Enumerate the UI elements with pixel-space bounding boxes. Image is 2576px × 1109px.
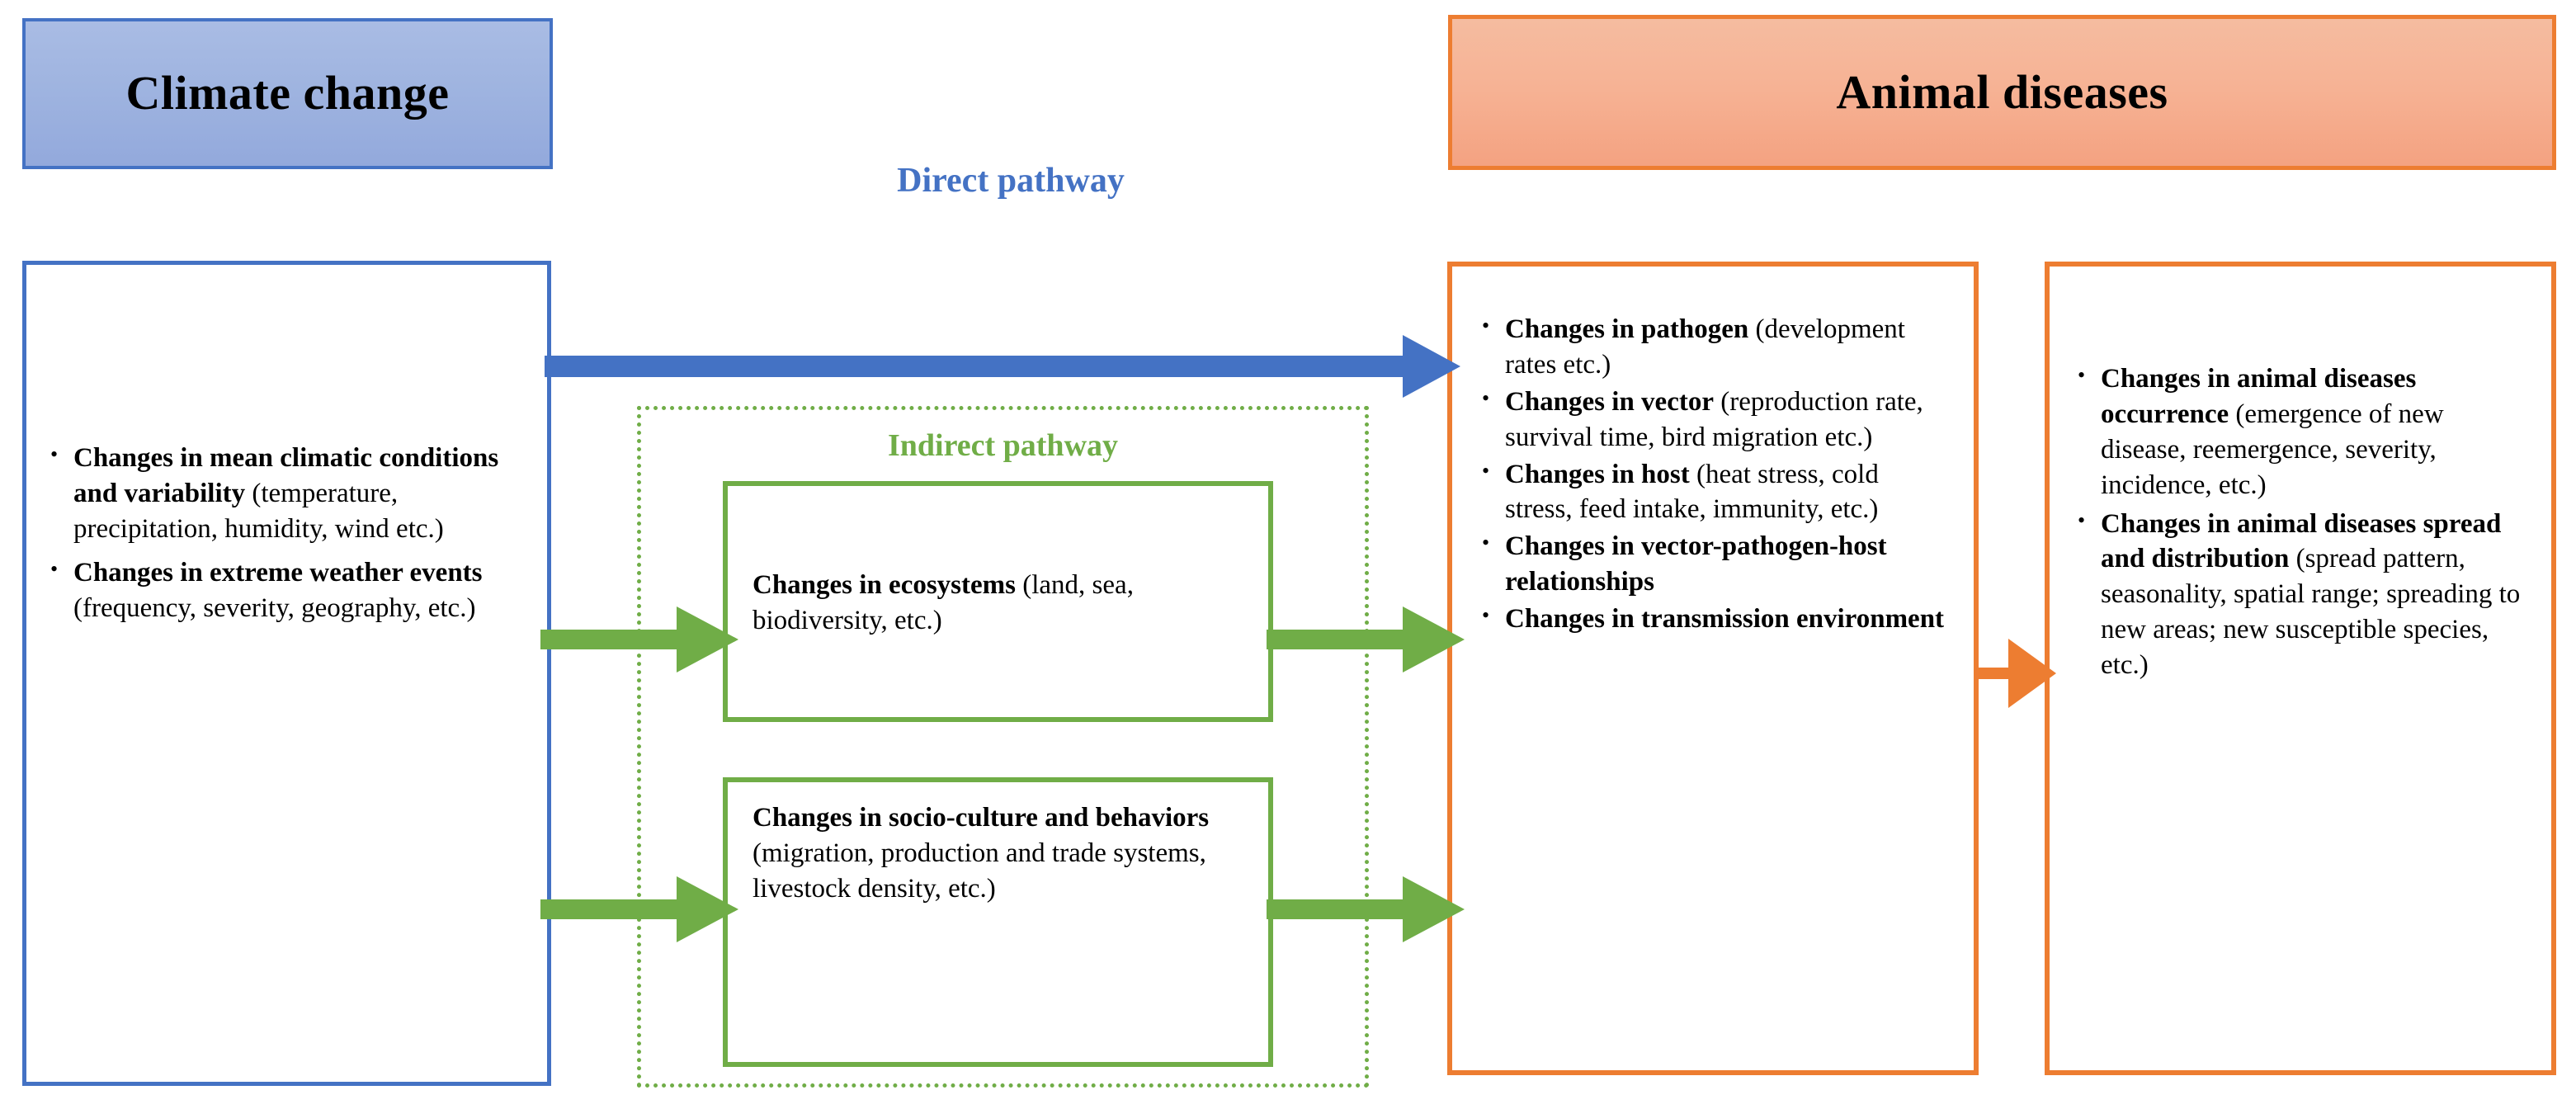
- climate-change-header: Climate change: [22, 18, 553, 169]
- list-item: Changes in pathogen (development rates e…: [1477, 310, 1947, 383]
- socioculture-changes-box: Changes in socio-culture and behaviors (…: [723, 777, 1273, 1067]
- list-item: Changes in extreme weather events (frequ…: [45, 554, 507, 626]
- bullet-detail-text: (spread pattern, seasonality, spatial ra…: [2101, 544, 2521, 681]
- direct-pathway-label: Direct pathway: [825, 162, 1196, 201]
- climate-drivers-box: [22, 261, 551, 1086]
- animal-diseases-title: Animal diseases: [1836, 64, 2168, 119]
- bullet-detail-text: (heat stress, cold stress, feed intake, …: [1505, 459, 1879, 525]
- bullet-bold-text: Changes in animal diseases occurrence: [2101, 364, 2417, 429]
- ecosystem-bold-text: Changes in ecosystems: [753, 570, 1016, 601]
- climate-drivers-list: Changes in mean climatic conditions and …: [45, 439, 507, 634]
- bullet-bold-text: Changes in host: [1505, 459, 1690, 489]
- bullet-bold-text: Changes in extreme weather events: [73, 557, 483, 588]
- bullet-bold-text: Changes in transmission environment: [1505, 604, 1945, 635]
- ecosystem-changes-text: Changes in ecosystems (land, sea, biodiv…: [753, 568, 1247, 639]
- bullet-bold-text: Changes in vector: [1505, 386, 1714, 417]
- bullet-bold-text: Changes in vector-pathogen-host relation…: [1505, 531, 1887, 597]
- list-item: Changes in animal diseases occurrence (e…: [2073, 360, 2525, 503]
- socioculture-bold-text: Changes in socio-culture and behaviors: [753, 803, 1210, 833]
- bullet-detail-text: (emergence of new disease, reemergence, …: [2101, 399, 2444, 500]
- bullet-detail-text: (development rates etc.): [1505, 314, 1905, 380]
- pathogen-effects-list: Changes in pathogen (development rates e…: [1477, 310, 1947, 639]
- bullet-detail-text: (reproduction rate, survival time, bird …: [1505, 386, 1923, 452]
- ecosystem-changes-box: Changes in ecosystems (land, sea, biodiv…: [723, 481, 1273, 722]
- bullet-bold-text: Changes in pathogen: [1505, 314, 1749, 344]
- list-item: Changes in vector (reproduction rate, su…: [1477, 383, 1947, 455]
- list-item: Changes in vector-pathogen-host relation…: [1477, 527, 1947, 600]
- ecosystem-detail-text: (land, sea, biodiversity, etc.): [753, 570, 1134, 635]
- list-item: Changes in animal diseases spread and di…: [2073, 505, 2525, 683]
- indirect-pathway-text: Indirect pathway: [887, 428, 1119, 463]
- direct-pathway-arrow: [545, 335, 1460, 398]
- list-item: Changes in host (heat stress, cold stres…: [1477, 455, 1947, 528]
- indirect-pathway-container: [637, 406, 1369, 1088]
- disease-outcomes-list: Changes in animal diseases occurrence (e…: [2073, 360, 2525, 687]
- bullet-detail-text: (temperature, precipitation, humidity, w…: [73, 478, 444, 544]
- pathogen-to-outcome-arrow: [1974, 639, 2056, 708]
- list-item: Changes in mean climatic conditions and …: [45, 439, 507, 547]
- indirect-pathway-label: Indirect pathway: [637, 422, 1369, 469]
- direct-pathway-text: Direct pathway: [897, 162, 1125, 200]
- bullet-bold-text: Changes in animal diseases spread and di…: [2101, 508, 2502, 574]
- bullet-detail-text: (frequency, severity, geography, etc.): [73, 592, 476, 623]
- socioculture-changes-text: Changes in socio-culture and behaviors (…: [753, 800, 1247, 907]
- list-item: Changes in transmission environment: [1477, 600, 1947, 637]
- socioculture-detail-text: (migration, production and trade systems…: [753, 838, 1206, 904]
- animal-diseases-header: Animal diseases: [1448, 15, 2556, 170]
- bullet-bold-text: Changes in mean climatic conditions and …: [73, 443, 499, 508]
- climate-change-title: Climate change: [125, 66, 450, 120]
